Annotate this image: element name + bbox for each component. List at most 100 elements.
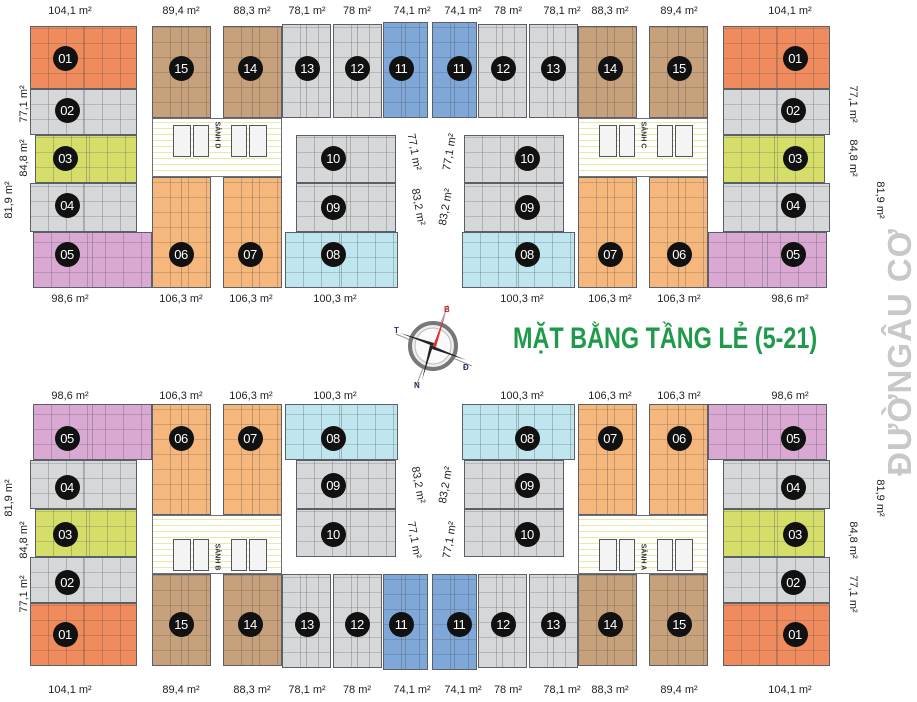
apartment-bottom-right-07[interactable] [578,404,637,515]
unit-number-badge: 07 [597,425,623,451]
unit-number-badge: 04 [54,192,80,218]
unit-number-badge: 05 [780,425,806,451]
apartment-top-left-01[interactable] [30,26,137,89]
apartment-bottom-left-13[interactable] [282,574,331,668]
apartment-top-left-02[interactable] [30,89,137,135]
unit-number-badge: 06 [168,425,194,451]
unit-number-badge: 03 [52,521,78,547]
area-label: 81,9 m² [3,479,15,517]
apartment-bottom-left-03[interactable] [35,509,137,557]
unit-number-badge: 13 [294,611,320,637]
apartment-top-left-05[interactable] [33,232,152,288]
apartment-bottom-left-08[interactable] [285,404,398,460]
unit-number-badge: 07 [237,425,263,451]
apartment-top-left-06[interactable] [152,177,211,288]
elevator-core [619,539,635,571]
apartment-top-right-05[interactable] [708,232,827,288]
lobby-label: SẢNH A [639,543,647,571]
unit-number-badge: 15 [666,611,692,637]
apartment-top-right-02[interactable] [723,89,830,135]
apartment-top-right-07[interactable] [578,177,637,288]
unit-number-badge: 09 [320,194,346,220]
apartment-top-right-06[interactable] [649,177,708,288]
apartment-top-left-04[interactable] [30,183,137,232]
unit-number-badge: 15 [168,611,194,637]
area-label: 77,1 m² [18,85,30,123]
apartment-top-left-12[interactable] [333,24,382,118]
elevator-core [619,125,635,157]
unit-number-badge: 03 [52,145,78,171]
apartment-top-left-15[interactable] [152,26,211,118]
area-label: 106,3 m² [657,390,701,402]
area-label: 74,1 m² [393,5,431,17]
apartment-top-left-07[interactable] [223,177,282,288]
apartment-top-right-15[interactable] [649,26,708,118]
elevator-core [231,125,247,157]
unit-number-badge: 14 [237,611,263,637]
unit-number-badge: 14 [597,611,623,637]
lobby-label: SẢNH C [639,121,647,149]
apartment-bottom-left-01[interactable] [30,603,137,666]
area-label: 106,3 m² [657,293,701,305]
apartment-bottom-left-15[interactable] [152,574,211,666]
area-label: 89,4 m² [660,684,698,696]
apartment-bottom-left-07[interactable] [223,404,282,515]
area-label: 78,1 m² [543,5,581,17]
unit-number-badge: 10 [320,145,346,171]
unit-number-badge: 13 [540,611,566,637]
lobby-top-left [152,118,282,177]
apartment-bottom-right-10[interactable] [464,509,564,557]
elevator-core [657,125,673,157]
compass-east: Đ [463,363,469,372]
apartment-bottom-left-04[interactable] [30,460,137,509]
area-label: 98,6 m² [771,390,809,402]
apartment-top-right-09[interactable] [464,183,564,232]
unit-number-badge: 11 [446,611,472,637]
elevator-core [657,539,673,571]
area-label: 83,2 m² [436,187,456,227]
apartment-bottom-left-05[interactable] [33,404,152,460]
apartment-top-right-01[interactable] [723,26,830,89]
apartment-bottom-right-06[interactable] [649,404,708,515]
area-label: 84,8 m² [18,521,30,559]
apartment-top-right-03[interactable] [723,135,825,183]
unit-number-badge: 07 [237,241,263,267]
area-label: 77,1 m² [847,575,859,613]
unit-number-badge: 01 [782,45,808,71]
unit-number-badge: 08 [320,425,346,451]
apartment-bottom-right-04[interactable] [723,460,830,509]
area-label: 104,1 m² [768,5,812,17]
apartment-top-left-08[interactable] [285,232,398,288]
apartment-bottom-right-01[interactable] [723,603,830,666]
apartment-top-right-04[interactable] [723,183,830,232]
area-label: 77,1 m² [18,575,30,613]
apartment-top-right-10[interactable] [464,135,564,183]
area-label: 89,4 m² [162,684,200,696]
area-label: 74,1 m² [444,684,482,696]
area-label: 104,1 m² [48,684,92,696]
area-label: 106,3 m² [588,293,632,305]
apartment-bottom-right-02[interactable] [723,557,830,603]
area-label: 77,1 m² [440,132,460,172]
unit-number-badge: 10 [514,521,540,547]
apartment-bottom-right-09[interactable] [464,460,564,509]
apartment-bottom-left-10[interactable] [296,509,396,557]
apartment-top-left-03[interactable] [35,135,137,183]
area-label: 106,3 m² [588,390,632,402]
apartment-bottom-right-05[interactable] [708,404,827,460]
unit-number-badge: 06 [168,241,194,267]
area-label: 98,6 m² [51,390,89,402]
unit-number-badge: 05 [780,241,806,267]
area-label: 83,2 m² [436,465,456,505]
page-title: MẶT BẰNG TẦNG LẺ (5-21) [513,322,818,355]
apartment-bottom-left-06[interactable] [152,404,211,515]
apartment-top-left-09[interactable] [296,183,396,232]
apartment-bottom-left-02[interactable] [30,557,137,603]
apartment-bottom-left-09[interactable] [296,460,396,509]
apartment-bottom-right-03[interactable] [723,509,825,557]
area-label: 83,2 m² [408,465,428,505]
unit-number-badge: 15 [666,55,692,81]
area-label: 100,3 m² [500,293,544,305]
apartment-top-left-10[interactable] [296,135,396,183]
